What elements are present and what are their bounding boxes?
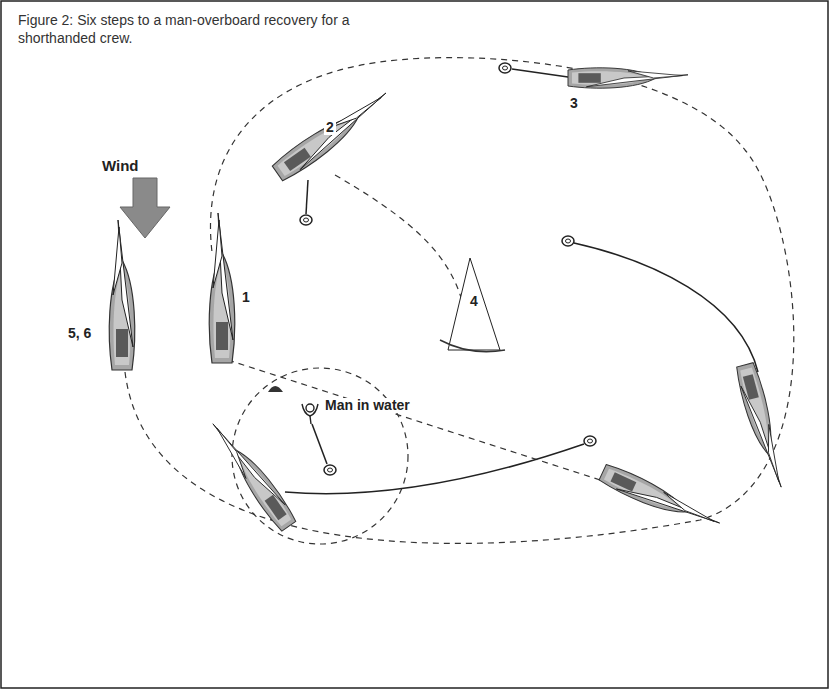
callout-number: 2 bbox=[324, 120, 336, 135]
life-ring bbox=[584, 436, 596, 446]
man-label: Man in water bbox=[323, 398, 412, 413]
course-lines bbox=[125, 58, 794, 544]
callout-number: 1 bbox=[240, 290, 252, 305]
ring-line bbox=[285, 444, 584, 494]
life-ring bbox=[499, 63, 511, 73]
wind-arrow bbox=[120, 178, 170, 238]
callout-number: 3 bbox=[568, 96, 580, 111]
boat bbox=[271, 87, 395, 183]
marker-buoy bbox=[268, 386, 283, 392]
boat bbox=[209, 213, 234, 363]
boat bbox=[109, 220, 134, 370]
wind-label: Wind bbox=[100, 158, 141, 175]
boat bbox=[734, 362, 788, 491]
ring-line bbox=[574, 243, 758, 372]
callout-number: 5, 6 bbox=[66, 326, 93, 341]
man-figure bbox=[302, 404, 318, 424]
boat bbox=[207, 416, 298, 533]
tack-course bbox=[335, 175, 468, 340]
outer-course bbox=[125, 58, 794, 544]
life-ring bbox=[300, 215, 312, 225]
ring-line bbox=[512, 69, 575, 78]
callout-number: 4 bbox=[468, 294, 480, 309]
ring-line bbox=[306, 180, 308, 214]
life-ring bbox=[324, 465, 336, 475]
life-ring bbox=[562, 236, 574, 246]
approach-course bbox=[228, 360, 625, 488]
circling-course bbox=[232, 368, 408, 544]
ring-line bbox=[312, 424, 327, 464]
ring-lines bbox=[285, 69, 758, 494]
figure-title: Figure 2: Six steps to a man-overboard r… bbox=[18, 12, 358, 47]
boat-sails bbox=[440, 258, 505, 352]
boat bbox=[568, 68, 688, 88]
boat bbox=[598, 462, 723, 536]
